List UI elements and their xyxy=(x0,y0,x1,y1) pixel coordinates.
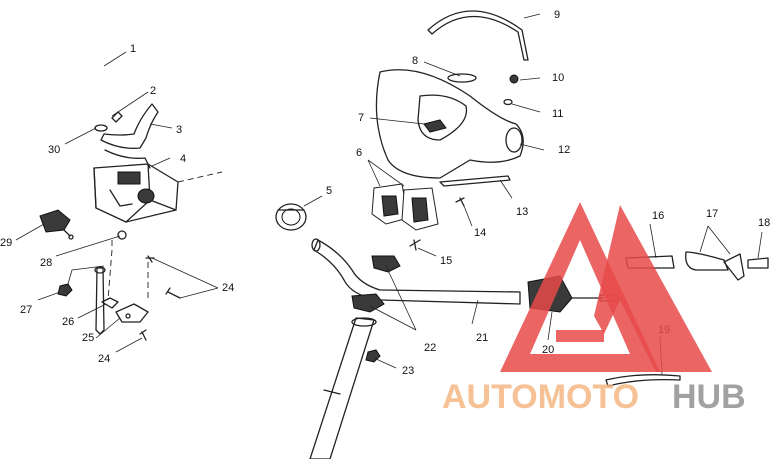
washer-26 xyxy=(101,297,119,309)
callout-22: 22 xyxy=(424,342,436,354)
clip-2 xyxy=(111,111,123,123)
watermark-text-right: HUB xyxy=(672,378,746,416)
callout-24-right: 24 xyxy=(222,282,234,294)
callout-23: 23 xyxy=(402,365,414,377)
nut-10 xyxy=(509,74,519,84)
callout-10: 10 xyxy=(552,72,564,84)
callout-5: 5 xyxy=(326,185,332,197)
throttle-17b xyxy=(723,253,745,281)
callout-25: 25 xyxy=(82,332,94,344)
washer-11 xyxy=(503,98,513,106)
callout-14: 14 xyxy=(474,227,486,239)
callout-3: 3 xyxy=(176,124,182,136)
handlebar-assembly xyxy=(275,10,619,459)
hoop-9 xyxy=(427,10,529,61)
end-18 xyxy=(747,257,769,269)
bolt-15 xyxy=(409,239,421,251)
grip-ring-5 xyxy=(275,203,307,231)
clamp-22-upper xyxy=(371,255,401,273)
callout-28: 28 xyxy=(40,257,52,269)
automotohub-watermark: AUTOMOTO HUB xyxy=(442,202,746,416)
callout-7: 7 xyxy=(358,112,364,124)
callout-21: 21 xyxy=(476,332,488,344)
callout-24-bottom: 24 xyxy=(98,353,110,365)
throttle-17a xyxy=(685,251,729,271)
trim-strip-13 xyxy=(439,175,511,187)
callout-11: 11 xyxy=(552,108,563,120)
callout-numbers: 1 2 3 4 5 6 7 8 9 10 11 12 13 14 15 16 1… xyxy=(0,9,770,377)
callout-2: 2 xyxy=(150,85,156,97)
callout-4: 4 xyxy=(180,153,186,165)
callout-18: 18 xyxy=(758,217,770,229)
block-29 xyxy=(39,209,74,240)
triangle-logo-icon xyxy=(500,202,712,372)
plate-25 xyxy=(115,303,149,323)
callout-15: 15 xyxy=(440,255,452,267)
pin-28 xyxy=(117,230,127,240)
callout-8: 8 xyxy=(412,55,418,67)
pod-6 xyxy=(371,183,439,231)
left-assembly xyxy=(39,103,223,341)
nut-27 xyxy=(57,283,73,297)
cable-19 xyxy=(605,374,681,387)
clamp-22-lower xyxy=(351,293,385,313)
washer-30 xyxy=(94,124,108,132)
lever-3 xyxy=(100,103,159,149)
callout-9: 9 xyxy=(554,9,560,21)
callout-12: 12 xyxy=(558,144,570,156)
screw-24a xyxy=(145,255,155,263)
lens-8 xyxy=(447,73,477,83)
handlebar-21 xyxy=(313,239,521,305)
screw-24b xyxy=(165,287,181,299)
right-parts xyxy=(605,251,769,387)
callout-17: 17 xyxy=(706,208,718,220)
callout-20: 20 xyxy=(542,344,554,356)
callout-13: 13 xyxy=(516,206,528,218)
screw-14 xyxy=(455,197,465,207)
callout-16: 16 xyxy=(652,210,664,222)
callout-27: 27 xyxy=(20,304,32,316)
callout-30: 30 xyxy=(48,144,60,156)
housing-4 xyxy=(93,163,179,223)
callout-1: 1 xyxy=(130,43,136,55)
watermark-text-left: AUTOMOTO xyxy=(442,378,639,416)
screw-24c xyxy=(139,329,147,341)
steering-column xyxy=(309,317,375,459)
cover-7 xyxy=(375,69,524,179)
callout-29: 29 xyxy=(0,237,12,249)
bolt-1 xyxy=(95,267,105,335)
logo-8 xyxy=(423,119,447,133)
callout-6: 6 xyxy=(356,147,362,159)
callout-26: 26 xyxy=(62,316,74,328)
leader-lines xyxy=(15,13,763,375)
